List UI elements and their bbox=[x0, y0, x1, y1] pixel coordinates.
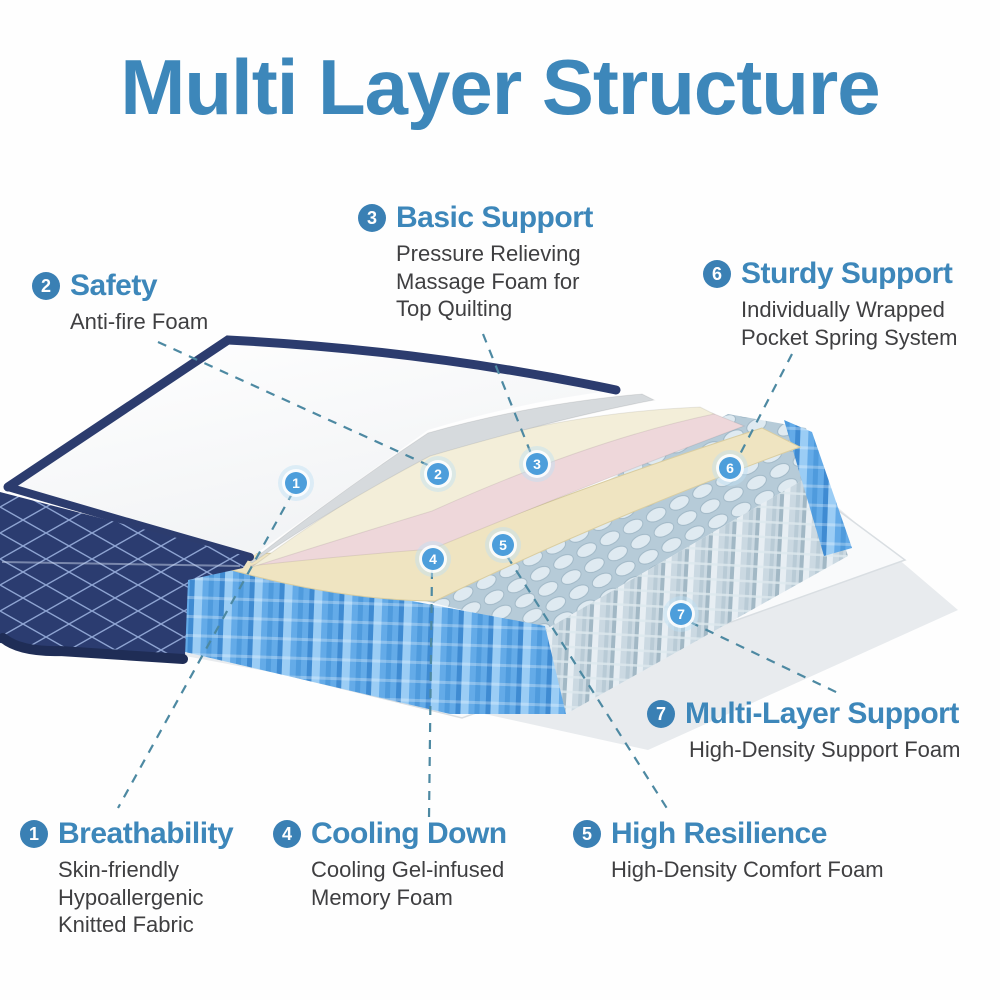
front-piping bbox=[4, 483, 254, 561]
diagram-marker-6: 6 bbox=[712, 450, 748, 486]
svg-text:5: 5 bbox=[499, 537, 507, 553]
svg-text:3: 3 bbox=[533, 456, 541, 472]
callout-number-badge: 1 bbox=[20, 820, 48, 848]
quilted-side-panel bbox=[0, 492, 250, 656]
page-title: Multi Layer Structure bbox=[120, 43, 880, 131]
callout-number-badge: 2 bbox=[32, 272, 60, 300]
diagram-marker-1: 1 bbox=[278, 465, 314, 501]
callout-breathability: 1 Breathability Skin-friendly Hypoallerg… bbox=[20, 817, 234, 939]
callout-heading: Cooling Down bbox=[311, 817, 507, 850]
callout-description: Pressure Relieving Massage Foam for Top … bbox=[396, 241, 581, 321]
diagram-marker-7: 7 bbox=[663, 596, 699, 632]
leader-line-7 bbox=[689, 621, 839, 694]
callout-number-badge: 4 bbox=[273, 820, 301, 848]
diagram-marker-3: 3 bbox=[519, 446, 555, 482]
callout-description: Anti-fire Foam bbox=[70, 309, 209, 334]
top-piping bbox=[3, 335, 621, 492]
pillowtop-fold-line bbox=[1, 561, 241, 567]
svg-text:1: 1 bbox=[292, 475, 300, 491]
pocket-springs-right-edge bbox=[784, 420, 852, 556]
diagram-marker-5: 5 bbox=[485, 527, 521, 563]
foam-layer-gray bbox=[249, 393, 656, 564]
bottom-piping bbox=[0, 633, 188, 664]
diagram-marker-4: 4 bbox=[415, 541, 451, 577]
callout-heading: Safety bbox=[70, 269, 158, 302]
leader-line-6 bbox=[736, 353, 793, 461]
callout-number-badge: 7 bbox=[647, 700, 675, 728]
leader-line-3 bbox=[481, 333, 534, 457]
callout-description: High-Density Comfort Foam bbox=[611, 857, 884, 882]
svg-text:6: 6 bbox=[726, 460, 734, 476]
callout-description: Skin-friendly Hypoallergenic Knitted Fab… bbox=[58, 857, 204, 937]
svg-text:4: 4 bbox=[429, 551, 437, 567]
callout-description: Individually Wrapped Pocket Spring Syste… bbox=[741, 297, 958, 350]
callout-number-badge: 5 bbox=[573, 820, 601, 848]
callout-heading: Breathability bbox=[58, 817, 234, 850]
pocket-springs-front bbox=[545, 470, 848, 714]
pocket-springs-blue-front bbox=[183, 558, 566, 714]
svg-text:2: 2 bbox=[434, 466, 442, 482]
callout-heading: Multi-Layer Support bbox=[685, 697, 959, 730]
leader-line-4 bbox=[427, 569, 434, 819]
svg-text:7: 7 bbox=[677, 606, 685, 622]
diagram-marker-2: 2 bbox=[420, 456, 456, 492]
callout-number-badge: 6 bbox=[703, 260, 731, 288]
callout-description: Cooling Gel-infused Memory Foam bbox=[311, 857, 505, 910]
callout-multi-layer-support: 7 Multi-Layer Support High-Density Suppo… bbox=[647, 697, 960, 764]
callout-description: High-Density Support Foam bbox=[689, 737, 961, 762]
callout-basic-support: 3 Basic Support Pressure Relieving Massa… bbox=[358, 201, 593, 323]
callout-cooling-down: 4 Cooling Down Cooling Gel-infused Memor… bbox=[273, 817, 507, 911]
callout-number-badge: 3 bbox=[358, 204, 386, 232]
callout-heading: Sturdy Support bbox=[741, 257, 953, 290]
callout-heading: Basic Support bbox=[396, 201, 593, 234]
callout-high-resilience: 5 High Resilience High-Density Comfort F… bbox=[573, 817, 884, 884]
mattress-top-surface bbox=[8, 340, 616, 558]
callout-heading: High Resilience bbox=[611, 817, 827, 850]
callout-sturdy-support: 6 Sturdy Support Individually Wrapped Po… bbox=[703, 257, 957, 351]
callout-safety: 2 Safety Anti-fire Foam bbox=[32, 269, 208, 336]
